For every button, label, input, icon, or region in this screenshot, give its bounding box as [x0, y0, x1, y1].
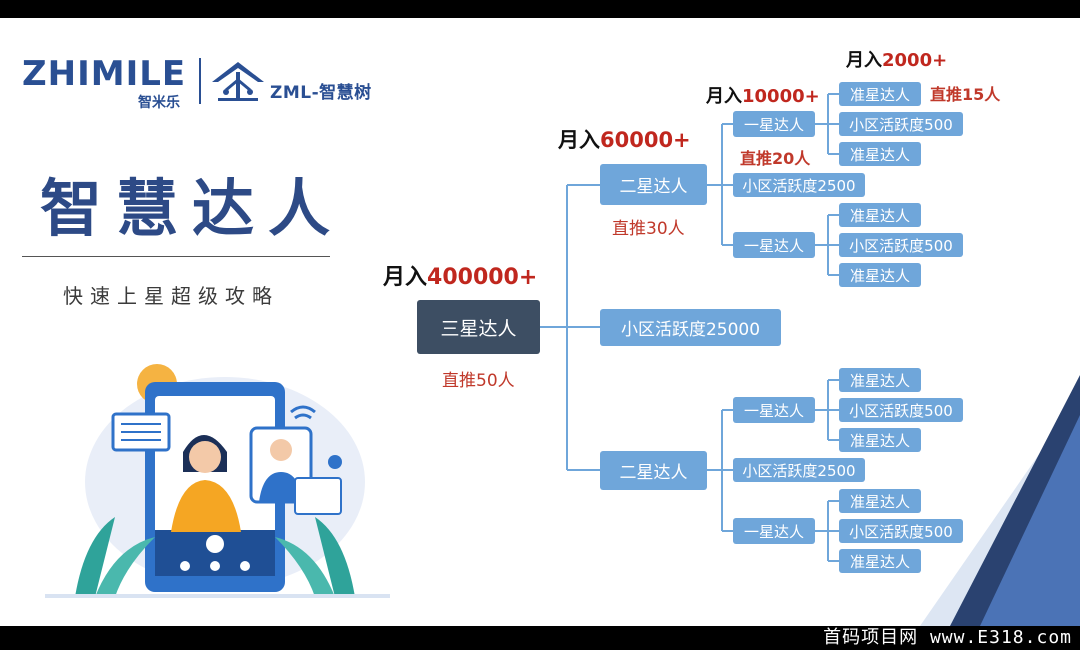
- node-quasi-star: 准星达人: [839, 368, 921, 392]
- node-one-star-activity: 小区活跃度500: [839, 112, 963, 136]
- node-quasi-star: 准星达人: [839, 82, 921, 106]
- node-quasi-star: 准星达人: [839, 263, 921, 287]
- node-one-star-activity: 小区活跃度500: [839, 398, 963, 422]
- node-quasi-star: 准星达人: [839, 489, 921, 513]
- title-divider: [22, 256, 330, 257]
- phone-call-illustration: [45, 364, 390, 598]
- node-quasi-star: 准星达人: [839, 549, 921, 573]
- node-two-star-top: 二星达人: [600, 164, 707, 205]
- node-two-star-top-activity: 小区活跃度2500: [733, 173, 865, 197]
- watermark: 首码项目网 www.E318.com: [823, 627, 1072, 648]
- top-bar: [0, 0, 1080, 18]
- corner-decoration: [920, 375, 1080, 626]
- node-one-star-activity: 小区活跃度500: [839, 233, 963, 257]
- two-star-recommend: 直推30人: [612, 219, 685, 239]
- tree-logo-icon: [212, 62, 264, 101]
- one-star-recommend: 直推20人: [740, 149, 811, 168]
- zhimile-logo: ZHIMILE: [22, 54, 187, 94]
- two-star-income: 月入60000+: [558, 128, 691, 152]
- node-root-activity: 小区活跃度25000: [600, 309, 781, 346]
- one-star-income: 月入10000+: [706, 86, 820, 107]
- page-title: 智慧达人: [40, 172, 345, 245]
- node-quasi-star: 准星达人: [839, 142, 921, 166]
- node-quasi-star: 准星达人: [839, 203, 921, 227]
- logo-divider: [199, 58, 201, 104]
- page-subtitle: 快速上星超级攻略: [63, 284, 279, 308]
- node-two-star-bottom: 二星达人: [600, 451, 707, 490]
- node-one-star-2: 一星达人: [733, 232, 815, 258]
- node-one-star-1: 一星达人: [733, 111, 815, 137]
- node-one-star-4: 一星达人: [733, 518, 815, 544]
- zhimile-logo-sub: 智米乐: [138, 95, 180, 111]
- node-one-star-activity: 小区活跃度500: [839, 519, 963, 543]
- quasi-star-recommend: 直推15人: [930, 85, 1001, 104]
- quasi-star-income: 月入2000+: [846, 50, 948, 71]
- zml-logo-text: ZML-智慧树: [270, 83, 372, 103]
- node-one-star-3: 一星达人: [733, 397, 815, 423]
- root-income: 月入400000+: [383, 265, 538, 290]
- root-recommend: 直推50人: [442, 371, 515, 391]
- bottom-bar: [0, 626, 1080, 650]
- node-quasi-star: 准星达人: [839, 428, 921, 452]
- node-two-star-bottom-activity: 小区活跃度2500: [733, 458, 865, 482]
- node-three-star: 三星达人: [417, 300, 540, 354]
